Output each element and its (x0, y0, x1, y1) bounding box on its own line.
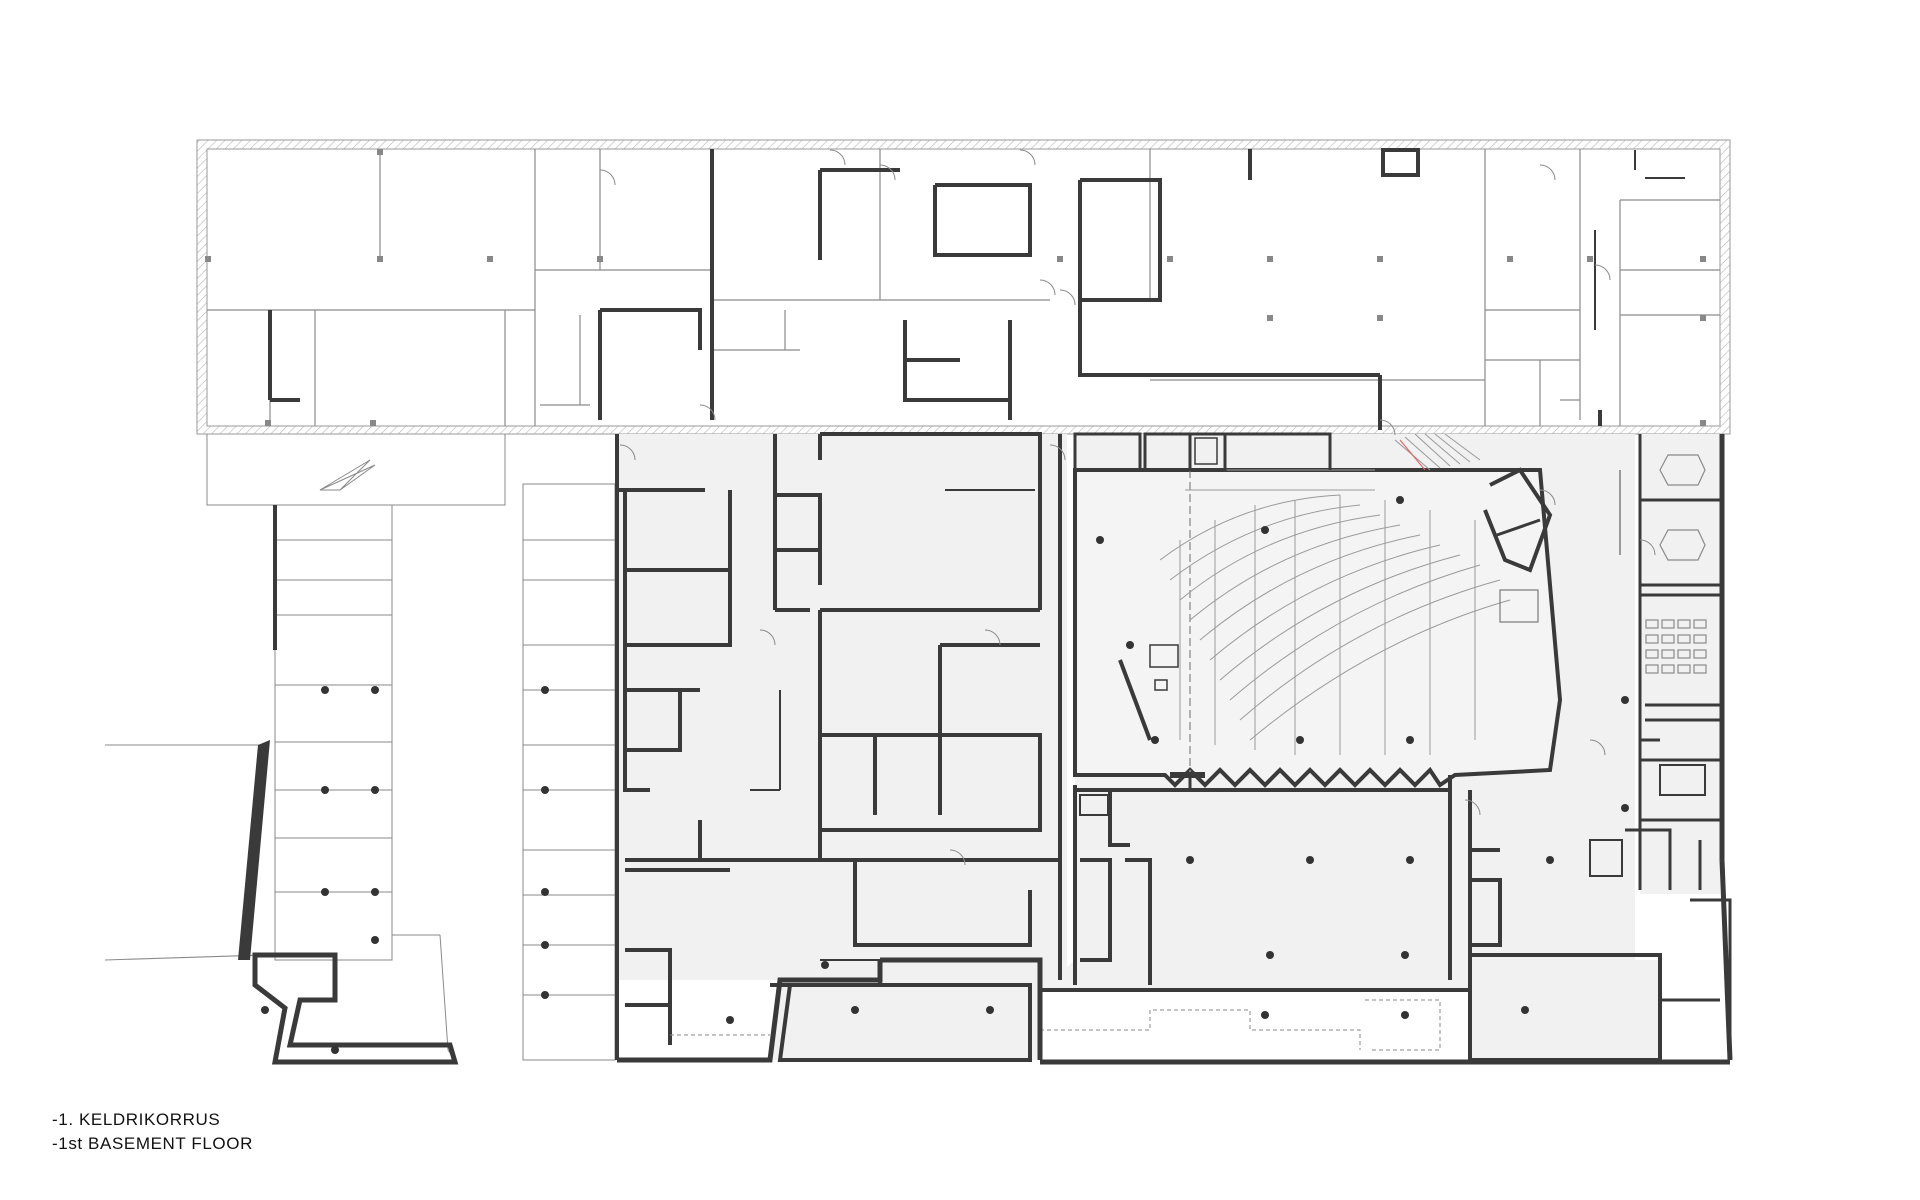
auditorium-foyer-rooms (1073, 432, 1332, 472)
central-outer-wall (617, 957, 1043, 1063)
north-partitions (207, 149, 1720, 426)
door-swings (599, 149, 1656, 866)
floor-caption-english: -1st BASEMENT FLOOR (52, 1134, 253, 1153)
ramp-wall (238, 505, 459, 1065)
central-walls (615, 432, 1062, 1062)
north-columns (205, 149, 1706, 426)
conference-tables (1645, 454, 1707, 674)
north-wing (196, 139, 1731, 435)
structural-columns (261, 496, 1629, 1054)
lower-dashed (670, 999, 1441, 1051)
auditorium (1073, 433, 1563, 788)
right-block-walls (1589, 434, 1732, 1060)
seating-rows (1159, 469, 1511, 755)
north-dark-walls (268, 148, 1685, 430)
floor-caption-local: -1. KELDRIKORRUS (52, 1110, 221, 1129)
parking-area (104, 434, 616, 1061)
right-outer-wall (1040, 434, 1733, 1065)
